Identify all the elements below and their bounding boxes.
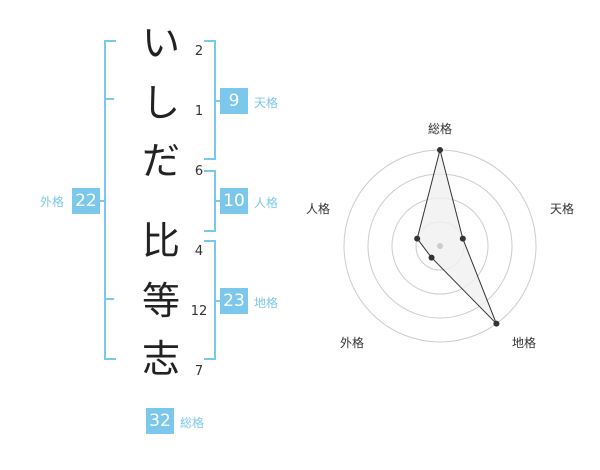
gaikaku-value-badge: 22 (72, 188, 100, 214)
name-char-2: し (141, 81, 180, 125)
gaikaku-label: 外格 (40, 195, 65, 209)
name-char-5: 等 (141, 279, 180, 323)
stroke-count-3: 6 (194, 164, 204, 179)
chikaku-label: 地格 (254, 296, 279, 310)
stroke-count-6: 7 (194, 364, 204, 379)
soukaku-label: 総格 (180, 416, 205, 430)
stroke-count-5: 12 (190, 304, 208, 319)
jinkaku-bracket-connector (214, 200, 224, 202)
gaikaku-bracket-connector (96, 200, 106, 202)
tenkaku-label: 天格 (254, 96, 279, 110)
stroke-count-1: 2 (194, 44, 204, 59)
name-char-1: い (141, 21, 180, 65)
jinkaku-value-badge: 10 (220, 188, 248, 214)
stroke-count-4: 4 (194, 244, 204, 259)
tenkaku-value-badge: 9 (220, 88, 248, 114)
name-char-3: だ (141, 139, 180, 183)
radar-point-2 (459, 235, 466, 242)
name-char-4: 比 (141, 219, 180, 263)
jinkaku-label: 人格 (254, 196, 279, 210)
radar-points (414, 147, 500, 327)
name-char-6: 志 (141, 337, 180, 381)
radar-polygon (416, 149, 497, 325)
gaikaku-bracket-tick-upper (104, 98, 114, 100)
soukaku-value-badge: 32 (146, 408, 174, 434)
radar-point-5 (414, 235, 421, 242)
radar-axis-label-gaikaku: 外格 (339, 336, 364, 350)
radar-center-dot (437, 243, 443, 249)
radar-axis-label-soukaku: 総格 (427, 122, 452, 136)
chikaku-bracket-connector (214, 300, 224, 302)
tenkaku-bracket-connector (214, 100, 224, 102)
radar-point-4 (428, 254, 435, 261)
radar-point-1 (437, 147, 443, 153)
radar-axis-label-chikaku: 地格 (511, 336, 536, 350)
chikaku-value-badge: 23 (220, 288, 248, 314)
stroke-count-2: 1 (194, 104, 204, 119)
gaikaku-bracket-tick-lower (104, 298, 114, 300)
radar-axis-label-jinkaku: 人格 (305, 202, 330, 216)
radar-axis-label-tenkaku: 天格 (549, 202, 574, 216)
radar-point-3 (493, 320, 500, 327)
